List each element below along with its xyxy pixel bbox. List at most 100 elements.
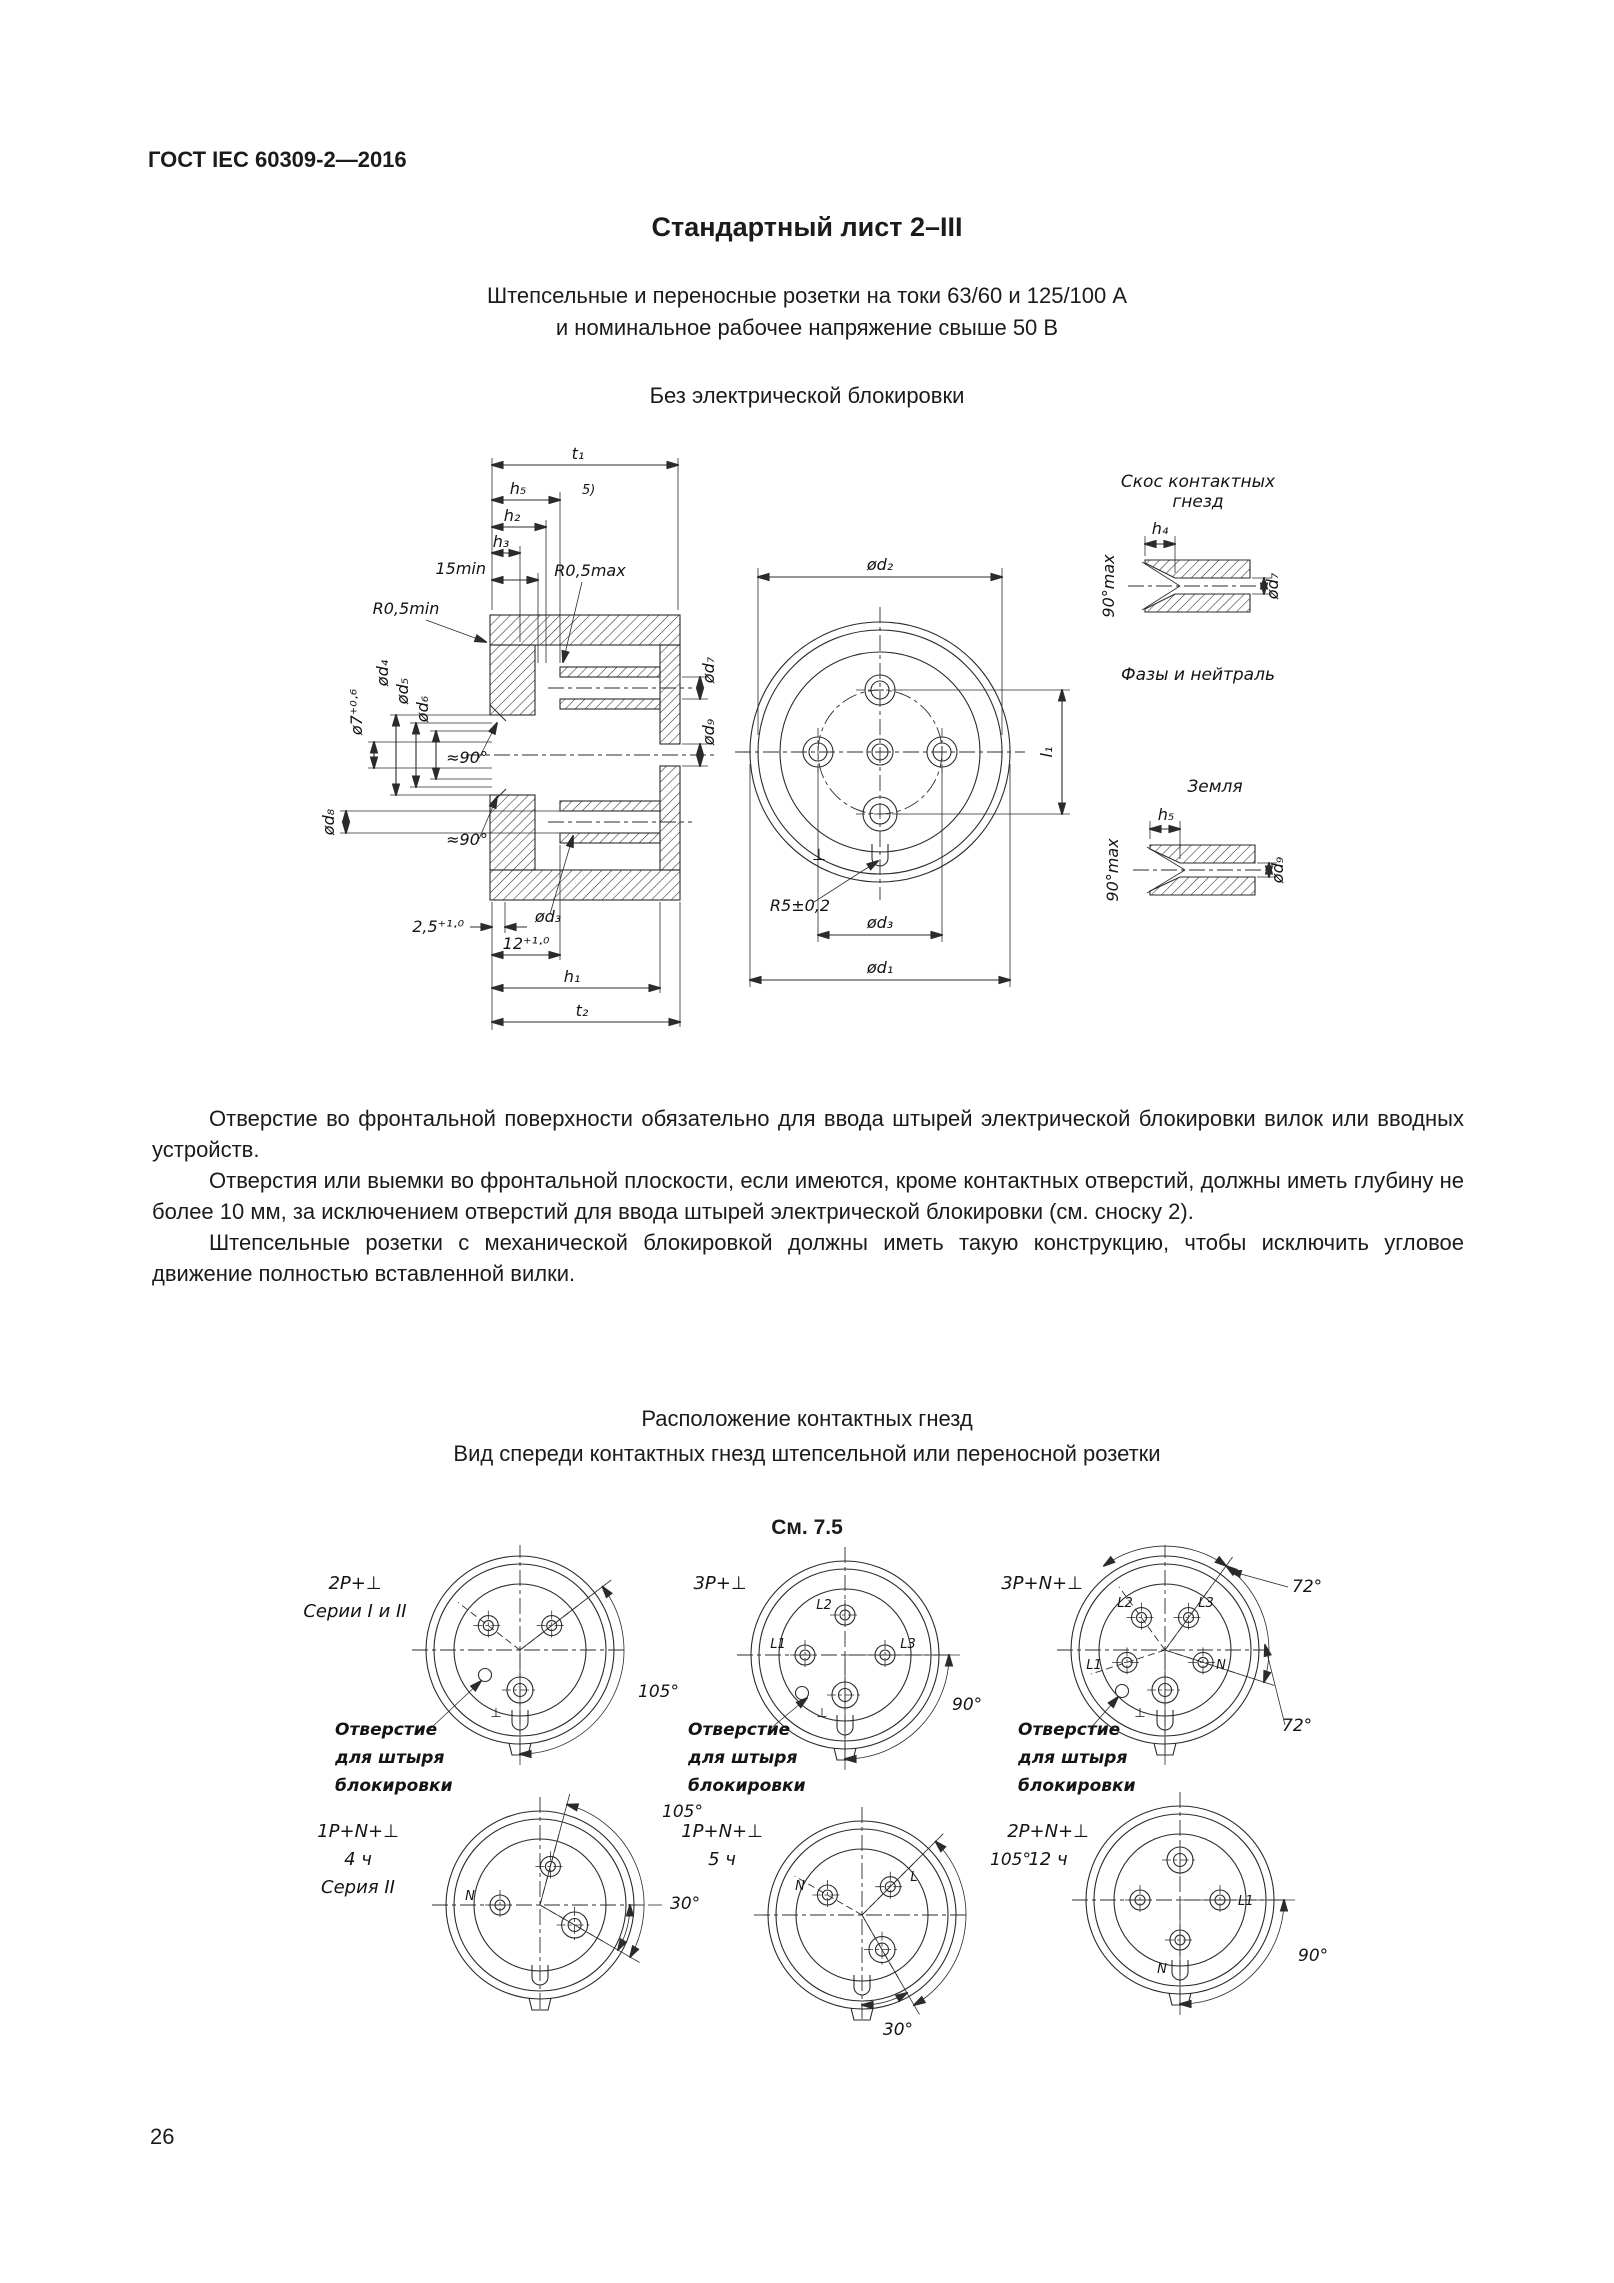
angle-label-105: 105° (662, 1802, 703, 1822)
angle-label-right: 72° (1282, 1716, 1312, 1736)
dim-d1-front: ød₁ (866, 958, 893, 977)
hole-note-2-line2: для штыря (687, 1748, 797, 1768)
cable-tab (850, 2007, 874, 2021)
dim-d9-section: ød₉ (699, 718, 718, 746)
config-label: 1P+N+⊥ (317, 1821, 399, 1842)
contact-hole-top (856, 674, 904, 706)
interlock-pin-hole (794, 1685, 810, 1701)
contact-label-L1: L1 (1238, 1894, 1254, 1909)
contact-label-L1: L1 (1086, 1658, 1102, 1673)
cable-tab (528, 1997, 552, 2011)
socket-diagram-1p-n-e-4h: 105° 30° 1P+N+⊥ 4 ч Серия II N (317, 1793, 703, 2013)
hole-note-1-line3: блокировки (335, 1776, 453, 1796)
angle-label-30: 30° (883, 2020, 913, 2040)
interlock-pin-hole (1114, 1683, 1130, 1699)
contact-label-N: N (1157, 1962, 1167, 1977)
dim-h3: h₃ (493, 532, 510, 551)
detail-phase-caption: Фазы и нейтраль (1121, 665, 1275, 685)
hole-note-3-line3: блокировки (1018, 1776, 1136, 1796)
angle-label-30: 30° (670, 1894, 700, 1914)
contact-label-L3: L3 (900, 1637, 916, 1652)
angle-label: 105° (638, 1682, 679, 1702)
keyway-notch (531, 1965, 549, 1986)
earth-mark: ⊥ (816, 1706, 827, 1721)
dim-90max-earth: 90°max (1103, 838, 1122, 902)
hole-note-3-line1: Отверстие (1018, 1720, 1120, 1740)
contact-arrangement-diagrams: 105° 2P+⊥ Серии I и II ⊥ 90° 3P+⊥ L2 L1 … (303, 1545, 1328, 2040)
socket-diagram-3p-e: 90° 3P+⊥ L2 L1 L3 ⊥ (693, 1547, 982, 1770)
paragraph-3: Штепсельные розетки с механической блоки… (152, 1230, 1464, 1286)
contact-label-L3: L3 (1198, 1596, 1214, 1611)
dim-t2: t₂ (576, 1001, 589, 1020)
see-reference: См. 7.5 (771, 1516, 843, 1539)
paragraph-2: Отверстия или выемки во фронтальной плос… (152, 1168, 1464, 1224)
config-series-label: Серии I и II (303, 1601, 406, 1622)
dim-h2: h₂ (504, 506, 521, 525)
contact-label-N: N (795, 1879, 805, 1894)
angle-label-top: 72° (1292, 1577, 1322, 1597)
dim-d3-section: ød₃ (534, 907, 561, 926)
dim-90deg-bottom: ≈90° (446, 830, 488, 849)
dim-o7: ø7⁺⁰·⁶ (347, 688, 366, 736)
earth-symbol-front: ⊥ (812, 845, 826, 864)
dim-r05min: R0,5min (373, 599, 440, 618)
hole-note-1-line2: для штыря (334, 1748, 444, 1768)
contact-label-L2: L2 (816, 1598, 832, 1613)
contact-label-L: L (910, 1870, 917, 1885)
cross-section-view: t₁ h₅ 5) h₂ h₃ 15min R0,5max R0,5min ød₄… (319, 444, 718, 1030)
dim-d9-detail: ød₉ (1268, 856, 1287, 884)
dim-90deg-top: ≈90° (446, 748, 488, 767)
document-header: ГОСТ IEC 60309-2—2016 (148, 147, 407, 172)
config-label: 3P+⊥ (693, 1573, 746, 1594)
config-hour-label: 12 ч (1028, 1849, 1067, 1870)
socket-diagram-3p-n-e: 72° 72° 3P+N+⊥ L2 L3 L1 N ⊥ (1001, 1545, 1322, 1765)
config-label: 3P+N+⊥ (1001, 1573, 1083, 1594)
detail-phase-title-line1: Скос контактных (1121, 472, 1276, 492)
hole-note-3-line2: для штыря (1017, 1748, 1127, 1768)
dim-r5-front: R5±0,2 (770, 896, 830, 915)
interlock-hole-notes: Отверстие для штыря блокировки Отверстие… (334, 1681, 1136, 1796)
config-hour-label: 4 ч (344, 1849, 372, 1870)
earth-mark: ⊥ (490, 1706, 501, 1721)
angle-label-105: 105° (990, 1850, 1031, 1870)
hole-note-2-line1: Отверстие (688, 1720, 790, 1740)
earth-mark: ⊥ (1134, 1706, 1145, 1721)
paragraph-1: Отверстие во фронтальной поверхности обя… (152, 1106, 1464, 1162)
technical-drawing: t₁ h₅ 5) h₂ h₃ 15min R0,5max R0,5min ød₄… (319, 444, 1287, 1030)
dim-d7-detail: ød₇ (1263, 572, 1282, 600)
dim-d2-front: ød₂ (866, 555, 894, 574)
config-label: 1P+N+⊥ (681, 1821, 763, 1842)
dim-25: 2,5⁺¹·⁰ (412, 917, 464, 936)
dim-90max-phase: 90°max (1099, 554, 1118, 618)
contact-label-N: N (465, 1889, 475, 1904)
dim-r05max: R0,5max (554, 561, 626, 580)
contact-label-L1: L1 (770, 1637, 786, 1652)
config-hour-label: 5 ч (708, 1849, 736, 1870)
dim-h5: h₅ (510, 479, 527, 498)
dim-d5: ød₅ (393, 678, 412, 705)
dim-d7-section: ød₇ (699, 656, 718, 684)
arrangement-title: Расположение контактных гнезд (641, 1406, 973, 1431)
hole-note-2-line3: блокировки (688, 1776, 806, 1796)
front-view: ød₂ l₁ R5±0,2 ød₃ ød₁ ⊥ (735, 555, 1070, 987)
dim-d4: ød₄ (373, 659, 392, 687)
socket-diagram-2p-n-e-12h: 90° 2P+N+⊥ 12 ч L1 N (1007, 1792, 1328, 2015)
dim-d3-front: ød₃ (866, 913, 893, 932)
sheet-subtitle-line1: Штепсельные и переносные розетки на токи… (486, 283, 1128, 308)
dim-d8: ød₈ (319, 808, 338, 836)
sheet-title: Стандартный лист 2–III (651, 212, 963, 242)
dim-15min: 15min (435, 559, 486, 578)
no-interlock-note: Без электрической блокировки (649, 383, 965, 408)
contact-hole-right (926, 728, 958, 776)
socket-diagram-1p-n-e-5h: 105° 30° 1P+N+⊥ 5 ч N L (681, 1807, 1031, 2040)
angle-label: 90° (952, 1695, 982, 1715)
page-number: 26 (150, 2124, 175, 2149)
earth-contact-hole (856, 796, 904, 832)
config-label: 2P+⊥ (328, 1573, 381, 1594)
contact-label-L2: L2 (1117, 1596, 1133, 1611)
sheet-subtitle-line2: и номинальное рабочее напряжение свыше 5… (555, 315, 1059, 340)
body-text: Отверстие во фронтальной поверхности обя… (152, 1103, 1464, 1289)
dim-t1: t₁ (572, 444, 585, 463)
interlock-pin-hole (477, 1667, 493, 1683)
